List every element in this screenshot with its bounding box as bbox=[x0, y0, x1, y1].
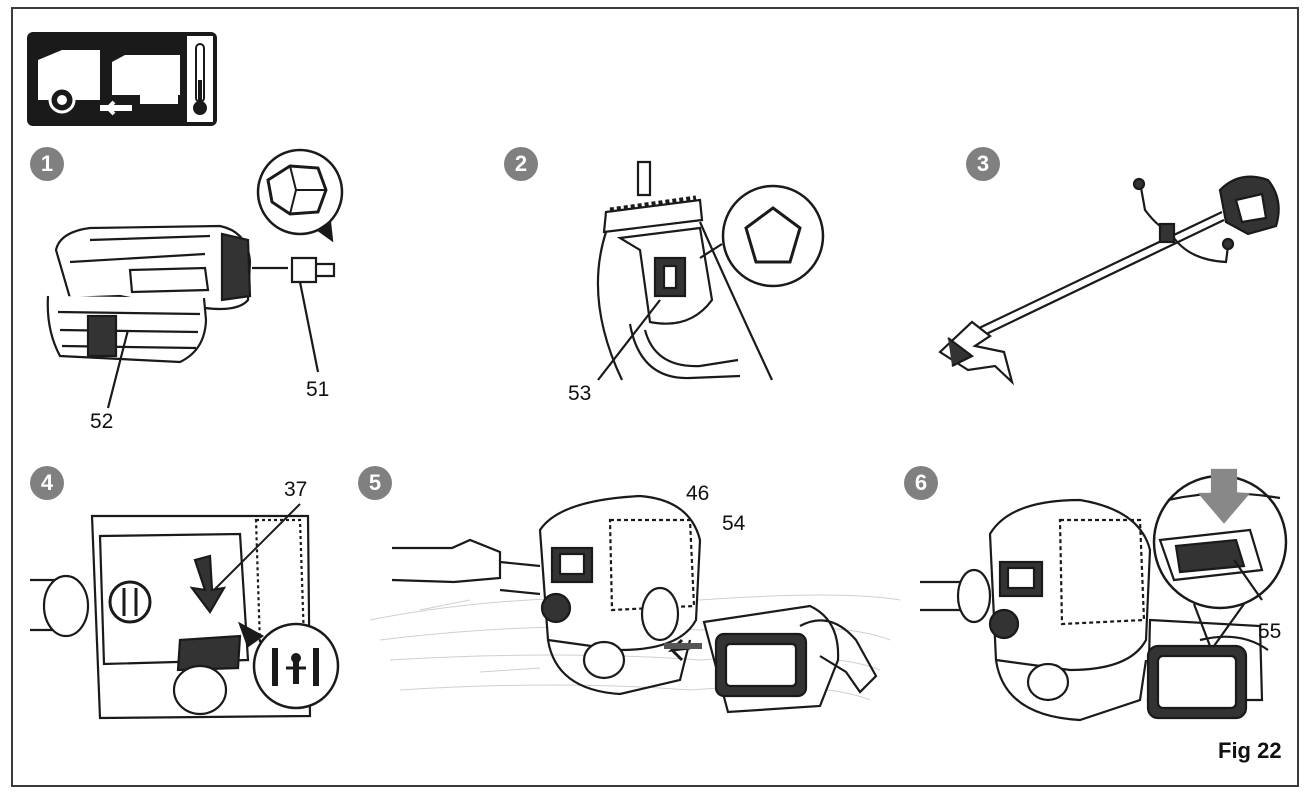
step5-illustration bbox=[391, 494, 878, 714]
callout-54: 54 bbox=[722, 512, 746, 535]
callout-53: 53 bbox=[568, 382, 592, 405]
step-badge-3: 3 bbox=[966, 147, 1000, 181]
step6-illustration bbox=[920, 468, 1288, 722]
step-badge-2: 2 bbox=[504, 147, 538, 181]
figure-label: Fig 22 bbox=[1218, 738, 1282, 763]
step-badge-6: 6 bbox=[904, 466, 938, 500]
step1-illustration bbox=[46, 148, 344, 409]
callout-46: 46 bbox=[686, 482, 710, 505]
figure-frame bbox=[11, 7, 1299, 787]
callout-37: 37 bbox=[284, 478, 308, 501]
step3-illustration bbox=[938, 175, 1280, 386]
callout-55: 55 bbox=[1258, 620, 1282, 643]
thermometer-icon bbox=[187, 36, 213, 122]
callout-52: 52 bbox=[90, 410, 114, 433]
switch-symbol-icon bbox=[272, 648, 319, 686]
step4-illustration bbox=[30, 514, 340, 720]
step2-illustration bbox=[596, 160, 825, 381]
battery-adapter-insert-icon bbox=[27, 32, 217, 126]
step-badge-5: 5 bbox=[358, 466, 392, 500]
step-badge-1: 1 bbox=[30, 147, 64, 181]
step-badge-4: 4 bbox=[30, 466, 64, 500]
callout-51: 51 bbox=[306, 378, 330, 401]
